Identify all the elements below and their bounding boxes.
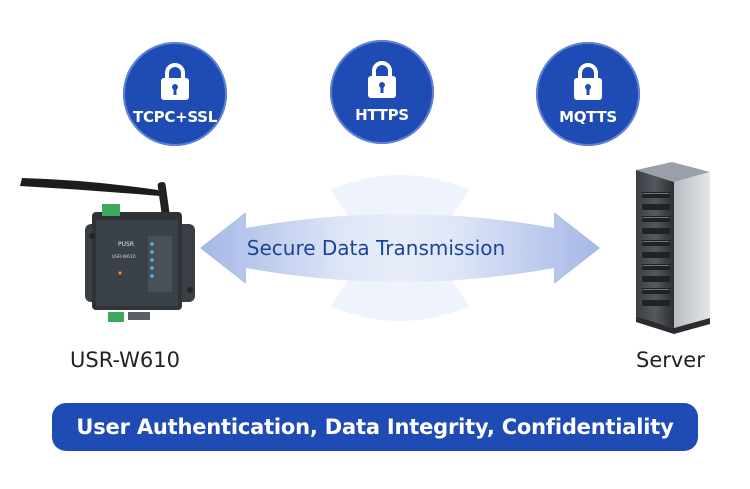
protocol-badge-https: HTTPS [330, 40, 434, 144]
router-device: PUSR USR-W610 [20, 178, 195, 322]
protocol-badge-tcpc-ssl: TCPC+SSL [123, 42, 227, 146]
protocol-label: MQTTS [559, 108, 617, 126]
protocol-badge-mqtts: MQTTS [536, 42, 640, 146]
server-label: Server [636, 348, 705, 372]
router-label: USR-W610 [70, 348, 181, 372]
banner-text: User Authentication, Data Integrity, Con… [76, 415, 674, 439]
lock-icon [368, 61, 396, 98]
protocol-label: TCPC+SSL [133, 108, 217, 126]
lock-icon [161, 63, 189, 100]
router-model-text: USR-W610 [112, 254, 136, 260]
light-beam [330, 175, 470, 321]
server-rack [636, 162, 710, 334]
router-brand-text: PUSR [118, 241, 134, 248]
transmission-label: Secure Data Transmission [246, 236, 506, 260]
bidirectional-arrow [200, 212, 600, 284]
protocol-label: HTTPS [355, 106, 409, 124]
lock-icon [574, 63, 602, 100]
security-features-banner: User Authentication, Data Integrity, Con… [52, 403, 698, 451]
